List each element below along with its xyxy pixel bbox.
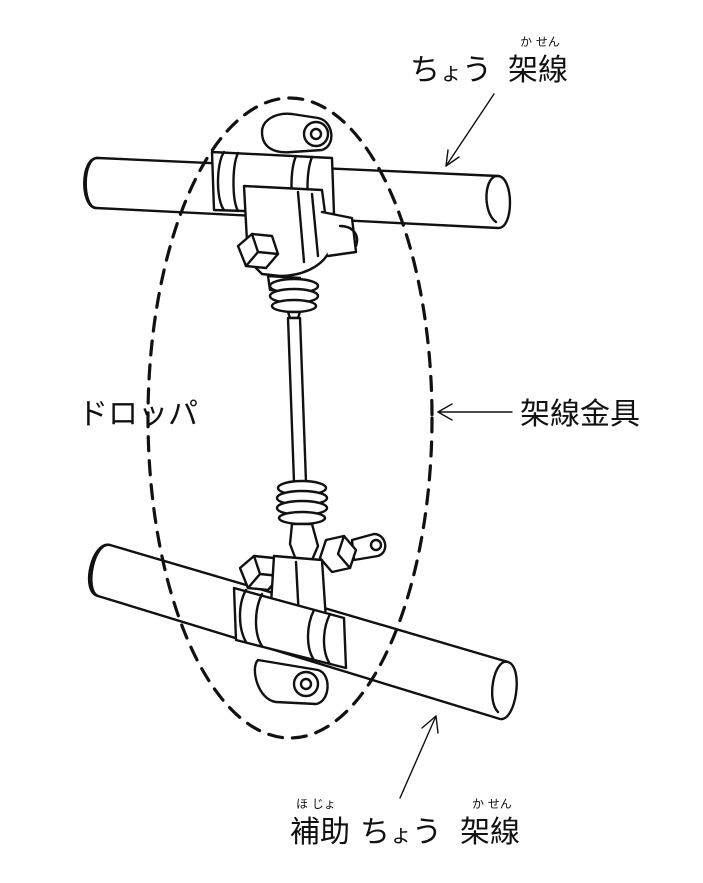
bottom-wire-label-kana: ちょう [360,815,442,850]
top-wire-label-kana: ちょう [410,53,492,88]
diagram-drawing [83,93,518,799]
bottom-wire-ruby: か せん [472,797,512,811]
dropper-rod [268,277,329,526]
top-wire-label-kanji: 架線 [508,53,568,88]
bottom-wire-label-prefix: 補助 [290,815,350,850]
bottom-wire-leader-arrow [399,715,437,799]
bottom-wire-label-kanji: 架線 [460,815,520,850]
top-wire-ruby: か せん [520,35,560,49]
dropper-label: ドロッパ [78,397,198,432]
dropper-outline-ellipse [146,96,434,740]
leader-lines [399,93,513,799]
lower-clamp [232,522,387,706]
bottom-wire-ruby-prefix: ほ じょ [296,797,336,811]
fitting-label: 架線金具 [520,397,640,432]
labels: か せん ちょう 架線 ドロッパ 架線金具 ほ じょ か せん 補助 ちょう 架… [78,35,640,850]
top-wire-leader-arrow [445,93,495,167]
